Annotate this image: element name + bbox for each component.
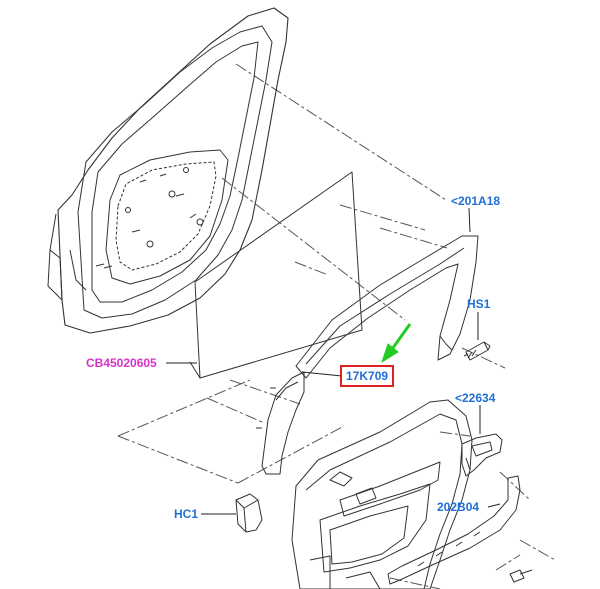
interior-handle-part (461, 433, 503, 477)
screw-part (463, 341, 491, 361)
callout-glass: CB45020605 (86, 356, 157, 370)
clip-part (235, 493, 263, 533)
highlight-arrow (381, 323, 412, 363)
door-trim-panel (291, 399, 473, 589)
front-door-shell (47, 7, 289, 334)
callout-screw: HS1 (467, 297, 491, 311)
belt-moulding-part (256, 371, 305, 475)
leader-lines (166, 207, 501, 515)
trim-strip-part (387, 475, 521, 585)
assembly-guide-lines (117, 63, 556, 589)
callout-trim-strip: 202B04 (437, 500, 480, 514)
glass-run-channel (295, 235, 479, 379)
callout-handle: <22634 (455, 391, 496, 405)
callout-run-channel: <201A18 (451, 194, 501, 208)
callout-clip: HC1 (174, 507, 199, 521)
callout-moulding-highlighted: 17K709 (340, 365, 395, 387)
push-pin-part (509, 569, 533, 583)
window-glass (194, 171, 363, 379)
